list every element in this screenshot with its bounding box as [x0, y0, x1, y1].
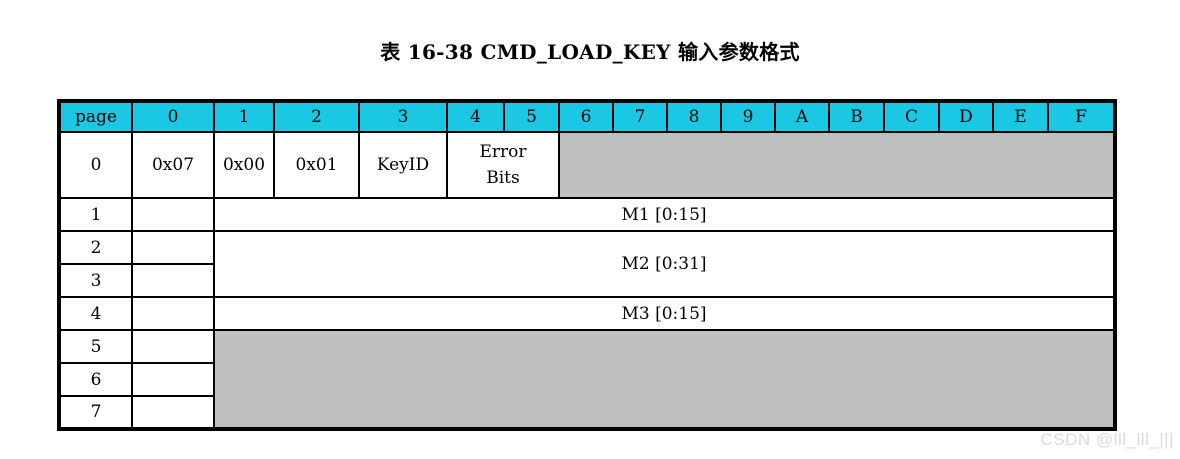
- page-number-7: 7: [58, 395, 133, 430]
- reserved-area-pages5-7: [213, 329, 1116, 430]
- col-header-c: C: [883, 100, 940, 133]
- table-row-page7: 7: [58, 395, 1115, 430]
- col-header-7: 7: [612, 100, 668, 133]
- byte1-value: 0x00: [213, 131, 275, 199]
- error-bits-line2: Bits: [486, 168, 520, 188]
- page-number-6: 6: [58, 362, 133, 397]
- table-row-page2: 2 M2 [0:31]: [58, 230, 1116, 298]
- csdn-watermark: CSDN @lll_lll_|||: [1040, 430, 1174, 449]
- col-header-4: 4: [446, 100, 505, 133]
- page-number-1: 1: [58, 197, 133, 232]
- m1-field-cell: M1 [0:15]: [213, 197, 1116, 232]
- page-number-4: 4: [58, 296, 133, 331]
- empty-cell-page1: [131, 197, 215, 232]
- empty-cell-page5: [131, 329, 215, 364]
- table-row-page1: 1 M1 [0:15]: [58, 197, 1116, 232]
- col-header-b: B: [828, 100, 885, 133]
- m3-field-cell: M3 [0:15]: [213, 296, 1116, 331]
- page-number-2: 2: [58, 230, 133, 265]
- col-header-d: D: [938, 100, 994, 133]
- m2-field-cell: M2 [0:31]: [213, 230, 1116, 298]
- table-row-page6: 6: [58, 362, 1115, 397]
- col-header-a: A: [774, 100, 830, 133]
- col-header-8: 8: [666, 100, 722, 133]
- col-header-2: 2: [273, 100, 360, 133]
- empty-cell-page2: [131, 230, 215, 265]
- cmd-load-key-parameter-table: page 0 1 2 3 4 5 6 7 8 9 A B C D E F 0 0…: [57, 99, 1117, 431]
- byte0-value: 0x07: [131, 131, 215, 199]
- error-bits-cell: Error Bits: [446, 131, 560, 199]
- empty-cell-page4: [131, 296, 215, 331]
- col-header-9: 9: [720, 100, 776, 133]
- table-row-page3: 3: [58, 263, 1115, 298]
- page-number-0: 0: [58, 131, 133, 199]
- reserved-area-page0: [558, 131, 1116, 199]
- empty-cell-page3: [131, 263, 215, 298]
- byte3-keyid-value: KeyID: [358, 131, 448, 199]
- col-header-6: 6: [558, 100, 614, 133]
- table-row-page5: 5: [58, 329, 1116, 430]
- col-header-f: F: [1047, 100, 1116, 133]
- col-header-5: 5: [503, 100, 560, 133]
- col-header-3: 3: [358, 100, 448, 133]
- table-row-page4: 4 M3 [0:15]: [58, 296, 1116, 331]
- col-header-e: E: [992, 100, 1049, 133]
- col-header-page: page: [58, 100, 133, 133]
- table-row-page0: 0 0x07 0x00 0x01 KeyID Error Bits: [58, 131, 1116, 199]
- table-caption: 表 16-38 CMD_LOAD_KEY 输入参数格式: [380, 40, 800, 64]
- page-number-3: 3: [58, 263, 133, 298]
- page-number-5: 5: [58, 329, 133, 364]
- empty-cell-page6: [131, 362, 215, 397]
- empty-cell-page7: [131, 395, 215, 430]
- col-header-0: 0: [131, 100, 215, 133]
- byte2-value: 0x01: [273, 131, 360, 199]
- error-bits-line1: Error: [479, 141, 527, 162]
- header-row: page 0 1 2 3 4 5 6 7 8 9 A B C D E F: [58, 100, 1116, 133]
- col-header-1: 1: [213, 100, 275, 133]
